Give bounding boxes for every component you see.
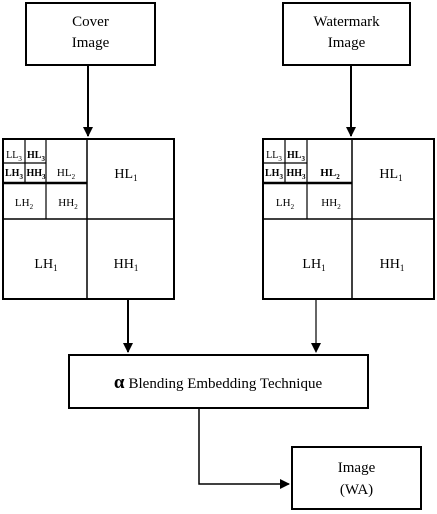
- cover-image-line1: Cover: [72, 14, 109, 30]
- subband-hl2: HL2: [57, 167, 76, 181]
- watermark-image-line1: Watermark: [313, 14, 380, 30]
- subband-lh2: LH2: [15, 197, 34, 211]
- subband-lh3: LH3: [5, 168, 23, 181]
- subband-hl1: HL1: [379, 167, 402, 183]
- subband-lh3: LH3: [265, 168, 283, 181]
- watermark-image-box: Watermark Image: [282, 2, 411, 66]
- cover-image-box: Cover Image: [25, 2, 156, 66]
- subband-lh2: LH2: [276, 197, 295, 211]
- output-image-box: Image (WA): [291, 446, 422, 510]
- watermark-image-line2: Image: [328, 35, 366, 51]
- subband-hh2: HH2: [58, 197, 78, 211]
- subband-ll3: LL3: [6, 150, 22, 163]
- subband-hh1: HH1: [114, 257, 139, 273]
- subband-ll3: LL3: [266, 150, 282, 163]
- subband-hh2: HH2: [321, 197, 341, 211]
- subband-hl3: HL3: [287, 150, 305, 163]
- output-image-line1: Image: [338, 460, 376, 476]
- arrow-blend-to-output: [198, 409, 290, 489]
- subband-hh3: HH3: [286, 168, 306, 181]
- cover-dwt-grid: LL3 HL3 LH3 HH3 HL2 LH2 HH2 HL1 LH1 HH1: [2, 138, 175, 300]
- subband-hh1: HH1: [380, 257, 405, 273]
- subband-hh3: HH3: [26, 168, 46, 181]
- subband-lh1: LH1: [34, 257, 57, 273]
- subband-hl2: HL2: [320, 167, 340, 181]
- watermark-dwt-grid: LL3 HL3 LH3 HH3 HL2 LH2 HH2 HL1 LH1 HH1: [262, 138, 435, 300]
- output-image-line2: (WA): [340, 482, 373, 498]
- subband-hl3: HL3: [27, 150, 45, 163]
- subband-lh1: LH1: [302, 257, 325, 273]
- cover-image-line2: Image: [72, 35, 110, 51]
- subband-hl1: HL1: [114, 167, 137, 183]
